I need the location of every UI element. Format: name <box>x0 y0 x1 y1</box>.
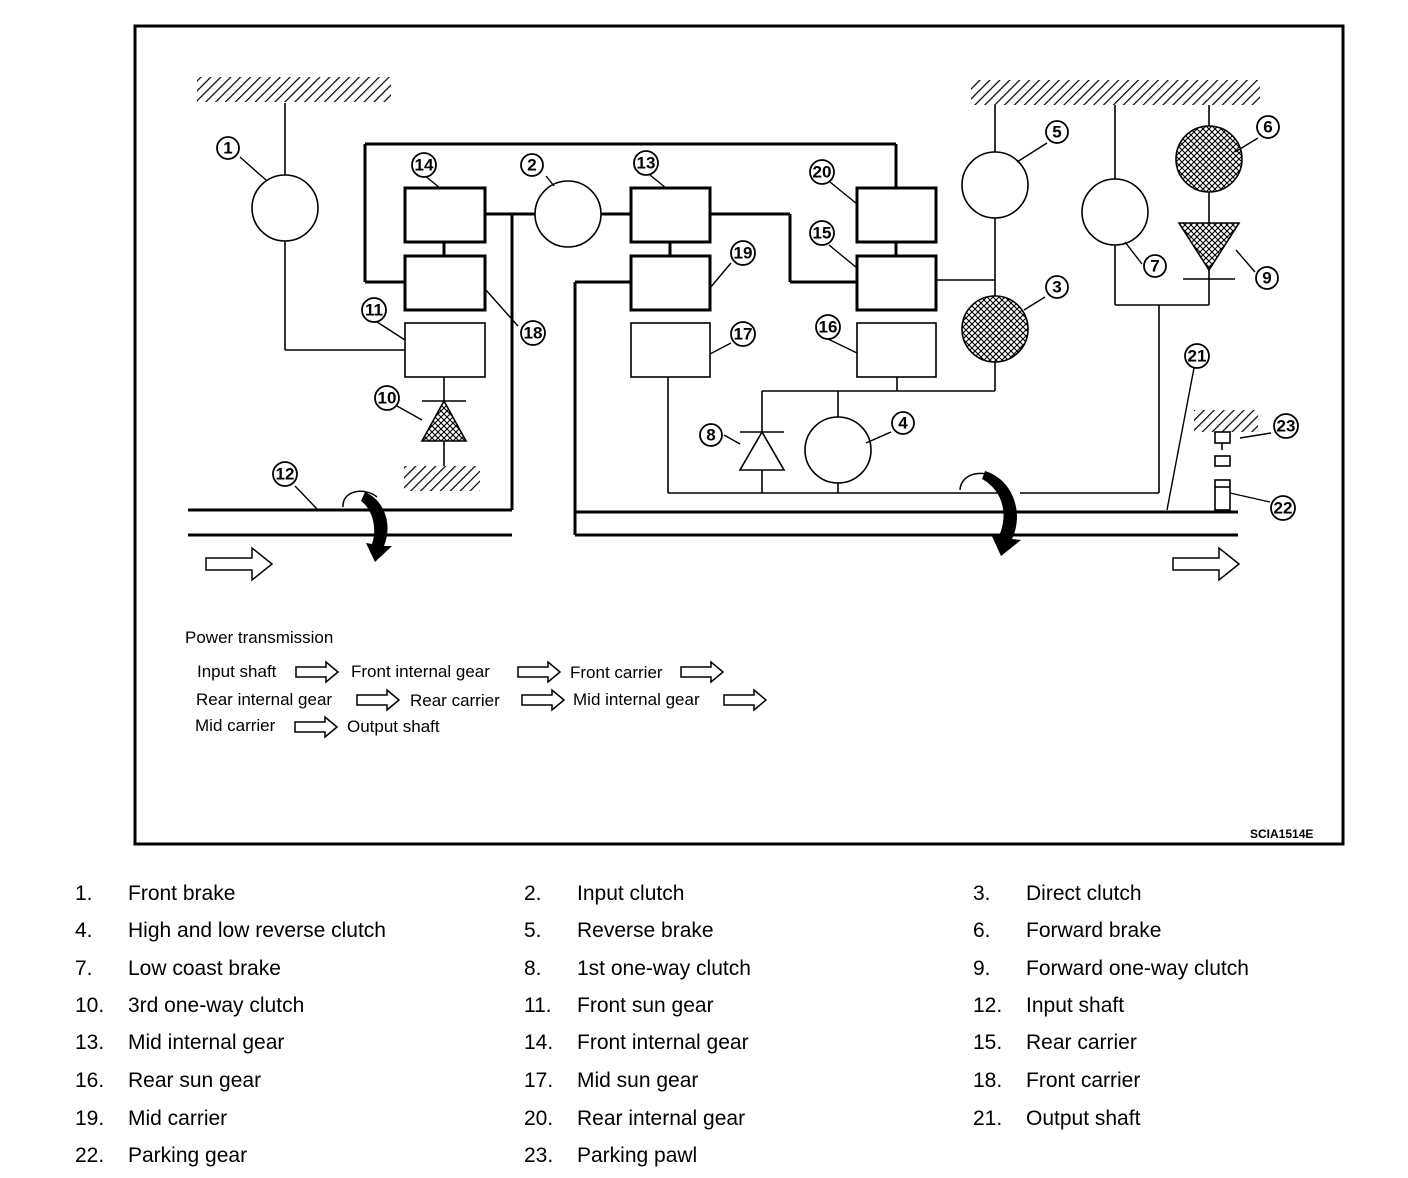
third-one-way-clutch-symbol <box>420 399 468 442</box>
callout-13: 13 <box>633 150 659 176</box>
legend-arrow <box>295 660 340 684</box>
callout-5: 5 <box>1045 120 1069 144</box>
svg-text:16: 16 <box>819 318 838 337</box>
forward-one-way-clutch-symbol <box>1177 222 1241 272</box>
legend-item: Rear internal gear <box>196 690 332 709</box>
callout-16: 16 <box>815 314 841 340</box>
legend-item: Front internal gear <box>351 662 490 681</box>
parking-gear-symbol <box>1214 479 1231 511</box>
diagram-frame <box>133 24 1345 846</box>
svg-text:12: 12 <box>276 465 295 484</box>
svg-text:22: 22 <box>1274 499 1293 518</box>
svg-text:15: 15 <box>813 224 832 243</box>
input-flow-arrow <box>205 546 274 582</box>
leader-lines <box>239 137 1272 511</box>
svg-text:3: 3 <box>1052 278 1061 297</box>
callout-23: 23 <box>1273 413 1299 439</box>
ground-parking-pawl <box>1194 410 1258 432</box>
svg-text:10: 10 <box>378 389 397 408</box>
low-coast-brake-symbol <box>1081 178 1149 246</box>
mid-internal-gear-box <box>629 186 712 244</box>
mid-sun-gear-box <box>630 322 711 378</box>
legend-item: Output shaft <box>347 717 440 736</box>
callout-2: 2 <box>520 153 544 177</box>
rear-internal-gear-box <box>855 186 938 244</box>
legend-arrow <box>517 660 562 684</box>
callout-21: 21 <box>1184 343 1210 369</box>
svg-text:5: 5 <box>1052 123 1061 142</box>
callout-12: 12 <box>272 461 298 487</box>
first-one-way-clutch-symbol <box>738 430 786 471</box>
callout-1: 1 <box>216 136 240 160</box>
svg-text:23: 23 <box>1277 417 1296 436</box>
svg-text:13: 13 <box>637 154 656 173</box>
legend-arrow <box>723 688 768 712</box>
front-sun-gear-box <box>404 322 486 378</box>
mid-carrier-box <box>629 254 712 312</box>
callout-18: 18 <box>520 320 546 346</box>
ground-left <box>197 77 391 102</box>
callout-14: 14 <box>411 152 437 178</box>
rear-carrier-box <box>855 254 938 312</box>
forward-brake-symbol <box>1175 125 1243 193</box>
svg-text:4: 4 <box>898 414 908 433</box>
legend-item: Mid internal gear <box>573 690 700 709</box>
output-rotation-arrow <box>959 471 1021 556</box>
parts-list: 1.Front brake 2.Input clutch 3.Direct cl… <box>75 882 1249 1167</box>
svg-text:11: 11 <box>365 301 383 320</box>
front-brake-symbol <box>251 174 319 242</box>
legend-item: Mid carrier <box>195 716 276 735</box>
legend-arrow <box>521 688 566 712</box>
legend-arrow <box>680 660 725 684</box>
input-rotation-arrow <box>342 490 392 562</box>
legend-arrow <box>294 715 339 739</box>
callout-3: 3 <box>1045 275 1069 299</box>
svg-text:14: 14 <box>415 156 434 175</box>
svg-text:9: 9 <box>1262 269 1271 288</box>
svg-text:8: 8 <box>706 426 715 445</box>
svg-text:17: 17 <box>734 325 753 344</box>
callout-20: 20 <box>809 159 835 185</box>
legend-title: Power transmission <box>185 628 333 647</box>
svg-text:19: 19 <box>734 244 753 263</box>
high-low-reverse-clutch-symbol <box>804 416 872 484</box>
callout-22: 22 <box>1270 495 1296 521</box>
callout-9: 9 <box>1255 266 1279 290</box>
figure-code: SCIA1514E <box>1250 827 1313 841</box>
svg-text:7: 7 <box>1150 257 1159 276</box>
callout-10: 10 <box>374 385 400 411</box>
legend-item: Front carrier <box>570 663 663 682</box>
parking-pawl-tip <box>1214 455 1231 467</box>
callout-15: 15 <box>809 220 835 246</box>
callout-7: 7 <box>1143 254 1167 278</box>
svg-text:21: 21 <box>1188 347 1207 366</box>
heavy-connections <box>188 142 1238 537</box>
output-flow-arrow <box>1172 546 1241 582</box>
legend-flow: Input shaft Front internal gear Front ca… <box>195 660 768 739</box>
ground-right <box>971 80 1260 105</box>
svg-text:20: 20 <box>813 163 832 182</box>
svg-text:6: 6 <box>1263 118 1272 137</box>
legend-arrow <box>356 688 401 712</box>
legend-item: Input shaft <box>197 662 277 681</box>
front-internal-gear-box <box>403 186 487 244</box>
rear-sun-gear-box <box>856 322 937 378</box>
input-clutch-symbol <box>534 180 602 248</box>
callout-11: 11 <box>361 297 387 323</box>
parking-pawl-symbol <box>1214 431 1231 444</box>
callout-8: 8 <box>699 423 723 447</box>
callout-17: 17 <box>730 321 756 347</box>
svg-text:2: 2 <box>527 156 536 175</box>
svg-text:18: 18 <box>524 324 543 343</box>
callout-4: 4 <box>891 411 915 435</box>
front-carrier-box <box>403 254 487 312</box>
callout-19: 19 <box>730 240 756 266</box>
legend-item: Rear carrier <box>410 691 500 710</box>
direct-clutch-symbol <box>961 295 1029 363</box>
svg-text:1: 1 <box>223 139 232 158</box>
reverse-brake-symbol <box>961 151 1029 219</box>
power-flow-diagram: 1 2 3 4 5 6 7 8 9 10 11 12 13 14 15 16 1… <box>133 24 1345 846</box>
callout-6: 6 <box>1256 115 1280 139</box>
ground-one-way-clutch <box>404 466 480 491</box>
